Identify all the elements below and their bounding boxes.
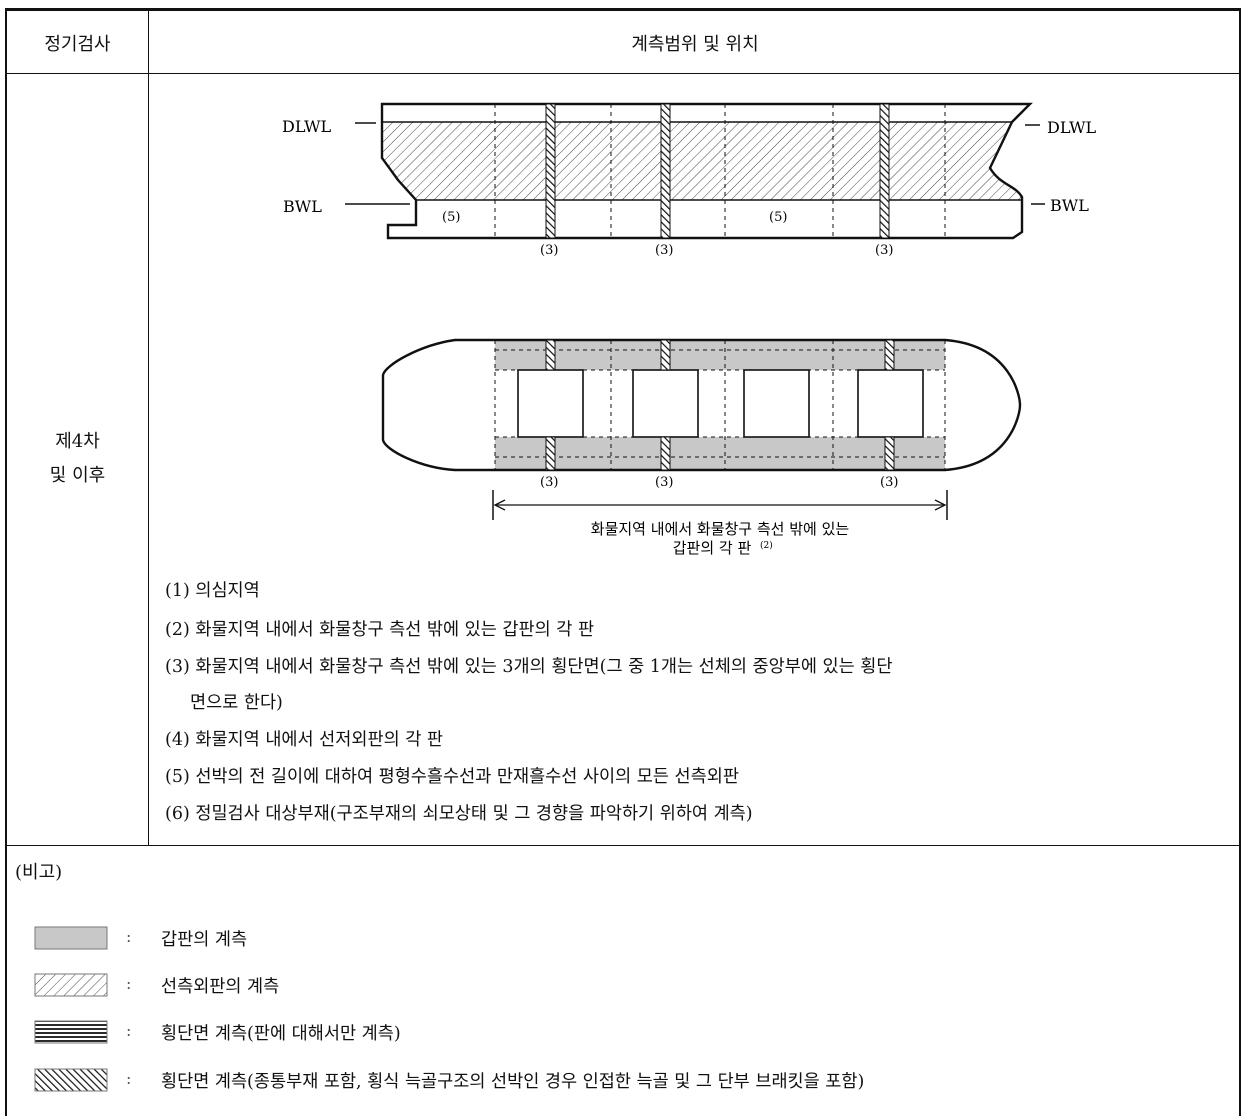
legend-colon-1: : bbox=[126, 927, 132, 946]
legend-swatch-gray bbox=[34, 926, 108, 950]
dlwl-left-label: DLWL bbox=[282, 117, 332, 136]
plan-section-label-2: (3) bbox=[655, 475, 673, 490]
table-frame bbox=[5, 8, 1241, 1116]
header-inspection: 정기검사 bbox=[44, 34, 111, 55]
note-1: (1) 의심지역 bbox=[165, 581, 260, 601]
side-zone-label-2: (5) bbox=[769, 210, 787, 225]
bwl-right-label: BWL bbox=[1050, 196, 1089, 215]
note-6: (6) 정밀검사 대상부재(구조부재의 쇠모상태 및 그 경향을 파악하기 위하… bbox=[165, 804, 753, 824]
header-measurement-range: 계측범위 및 위치 bbox=[631, 34, 759, 55]
row-label-line2: 및 이후 bbox=[49, 465, 106, 486]
legend-swatches bbox=[34, 926, 108, 1092]
legend-colon-3: : bbox=[126, 1021, 132, 1040]
legend-text-transverse-full: 횡단면 계측(종통부재 포함, 횡식 늑골구조의 선박인 경우 인접한 늑골 및… bbox=[161, 1072, 865, 1092]
bwl-left-label: BWL bbox=[283, 197, 322, 216]
column-divider bbox=[148, 8, 149, 845]
legend-colon-2: : bbox=[126, 974, 132, 993]
plan-caption-ref: (2) bbox=[760, 540, 773, 551]
plan-view-diagram bbox=[381, 338, 1022, 520]
legend-text-transverse-plate: 횡단면 계측(판에 대해서만 계측) bbox=[161, 1024, 401, 1044]
header-divider bbox=[5, 73, 1241, 74]
dlwl-right-label: DLWL bbox=[1047, 118, 1097, 137]
note-3: (3) 화물지역 내에서 화물창구 측선 밖에 있는 3개의 횡단면(그 중 1… bbox=[165, 657, 893, 677]
legend-colon-4: : bbox=[126, 1069, 132, 1088]
side-zone-label-1: (5) bbox=[442, 210, 460, 225]
plan-section-label-1: (3) bbox=[540, 475, 558, 490]
note-2: (2) 화물지역 내에서 화물창구 측선 밖에 있는 갑판의 각 판 bbox=[165, 620, 595, 640]
legend-text-side-shell: 선측외판의 계측 bbox=[161, 977, 280, 997]
legend-swatch-thin-hatch bbox=[34, 973, 108, 997]
note-4: (4) 화물지역 내에서 선저외판의 각 판 bbox=[165, 730, 444, 750]
legend-swatch-horizontal-lines bbox=[34, 1020, 108, 1044]
side-section-label-3: (3) bbox=[875, 243, 893, 258]
plan-caption-line2: 갑판의 각 판 bbox=[673, 539, 752, 557]
row-label: 제4차 및 이후 bbox=[7, 425, 148, 493]
note-5: (5) 선박의 전 길이에 대하여 평형수흘수선과 만재흘수선 사이의 모든 선… bbox=[165, 767, 739, 787]
legend-text-deck: 갑판의 계측 bbox=[161, 930, 248, 950]
side-section-label-1: (3) bbox=[540, 243, 558, 258]
side-view-diagram bbox=[345, 102, 1045, 240]
note-3-continued: 면으로 한다) bbox=[190, 693, 283, 713]
row-label-line1: 제4차 bbox=[55, 431, 100, 452]
plan-section-label-3: (3) bbox=[880, 475, 898, 490]
row-divider bbox=[5, 845, 1241, 846]
plan-caption-line1: 화물지역 내에서 화물창구 측선 밖에 있는 bbox=[591, 520, 850, 538]
legend-swatch-thick-hatch bbox=[34, 1068, 108, 1092]
remarks-heading: (비고) bbox=[15, 862, 63, 883]
side-section-label-2: (3) bbox=[655, 243, 673, 258]
